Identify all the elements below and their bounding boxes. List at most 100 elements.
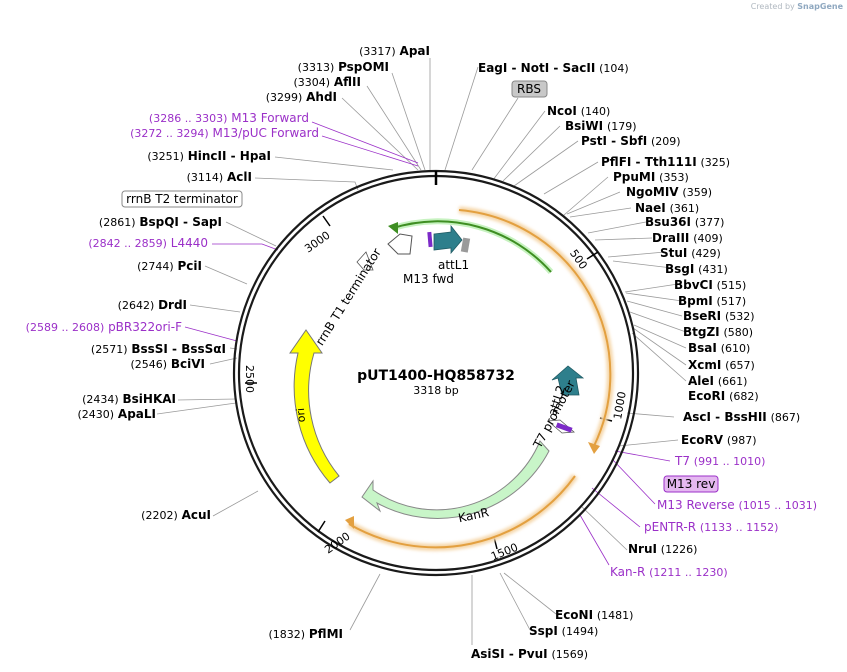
site-label-40: Bsu36I (377) [645,215,724,229]
site-label-18: (1832) PflMI [268,627,343,641]
site-label-9: (2842 .. 2859) L4440 [88,236,208,250]
site-position: (657) [725,359,755,372]
site-label-47: NcoI (140) [547,104,610,118]
site-label-1: (3313) PspOMI [298,60,389,74]
site-name: HincII - HpaI [188,149,271,163]
site-name: AsiSI - PvuI [471,647,548,661]
site-label-38: StuI (429) [660,246,721,260]
site-label-11: (2642) DrdI [118,298,187,312]
site-position: (1211 .. 1230) [649,566,728,579]
plasmid-size: 3318 bp [413,384,458,397]
site-name: AflII [334,75,361,89]
site-name: NruI [628,542,657,556]
site-label-28: AscI - BssHII (867) [683,410,800,424]
ruler-1000: 1000 [611,391,629,421]
site-name: BspQI - SapI [139,215,222,229]
ruler-2500: 2500 [243,365,256,393]
site-position: (2642) [118,299,155,312]
site-label-45: PstI - SbfI (209) [581,134,681,148]
site-position: (515) [717,279,747,292]
orf-arrowhead-bottom [345,516,354,529]
site-position: (429) [691,247,721,260]
rrnb-t2-box: rrnB T2 terminator [121,190,243,208]
site-name: AleI [688,374,714,388]
kanr-feature [361,440,550,519]
site-position: (3251) [147,150,184,163]
rrnb-t1-label: rrnB T1 terminator [313,246,384,348]
site-name: BtgZI [683,325,720,339]
site-name: NcoI [547,104,577,118]
site-position: (2430) [78,408,115,421]
plasmid-name: pUT1400-HQ858732 [357,368,515,384]
site-name: BciVI [171,357,205,371]
site-label-44: PflFI - Tth111I (325) [601,155,730,169]
site-name: pBR322ori-F [108,320,182,334]
site-label-2: (3304) AflII [293,75,361,89]
site-position: (1494) [562,625,599,638]
site-label-23: NruI (1226) [628,542,697,556]
site-label-33: BtgZI (580) [683,325,753,339]
m13rev-box: M13 rev [663,475,719,493]
site-position: (1832) [268,628,305,641]
site-position: (104) [599,62,629,75]
site-name: M13/pUC Forward [212,126,319,140]
site-position: (3114) [187,171,224,184]
site-position: (377) [695,216,725,229]
site-label-29: EcoRI (682) [688,389,759,403]
site-name: BsaI [688,341,717,355]
site-position: (2861) [99,216,136,229]
svg-text:RBS: RBS [517,82,541,96]
snapgene-logo-text: SnapGene [797,2,843,11]
site-position: (325) [701,156,731,169]
t7-marker [555,422,573,433]
site-position: (1015 .. 1031) [739,499,818,512]
site-position: (867) [771,411,801,424]
site-label-6: (3251) HincII - HpaI [147,149,271,163]
rrnb-t1-small-marker [356,251,374,271]
site-position: (682) [729,390,759,403]
site-position: (2842 .. 2859) [88,237,167,250]
site-label-22: Kan-R (1211 .. 1230) [610,565,728,579]
site-position: (179) [607,120,637,133]
svg-text:M13 rev: M13 rev [667,477,716,491]
site-name: BsgI [665,262,694,276]
rbs-box: RBS [511,80,548,98]
site-name: EagI - NotI - SacII [478,61,595,75]
site-position: (532) [725,310,755,323]
site-label-26: T7 (991 .. 1010) [674,454,765,468]
site-label-15: (2434) BsiHKAI [82,392,176,406]
site-name: AscI - BssHII [683,410,767,424]
attl1-label: attL1 [438,258,469,272]
site-position: (2744) [137,260,174,273]
site-label-12: (2589 .. 2608) pBR322ori-F [26,320,182,334]
grey-feature [460,237,471,253]
site-labels: (3317) ApaI(3313) PspOMI(3304) AflII(329… [26,44,817,661]
ori-feature [289,329,340,484]
site-name: PpuMI [613,170,655,184]
site-label-13: (2571) BssSI - BssSαI [91,342,226,356]
site-name: Kan-R [610,565,645,579]
site-position: (3317) [359,45,396,58]
site-name: Bsu36I [645,215,691,229]
site-name: ApaLI [118,407,156,421]
site-position: (209) [651,135,681,148]
site-label-19: AsiSI - PvuI (1569) [471,647,588,661]
site-name: M13 Forward [231,111,309,125]
site-position: (2202) [141,509,178,522]
site-name: AcuI [182,508,211,522]
ruler-3000: 3000 [302,229,332,256]
site-position: (409) [693,232,723,245]
site-label-25: M13 Reverse (1015 .. 1031) [657,498,817,512]
site-position: (3286 .. 3303) [149,112,228,125]
site-name: DrdI [158,298,187,312]
site-position: (1226) [661,543,698,556]
site-position: (431) [698,263,728,276]
site-name: EcoNI [555,608,593,622]
attl1-feature [433,224,463,255]
site-label-34: BseRI (532) [683,309,755,323]
site-position: (517) [717,295,747,308]
site-name: BssSI - BssSαI [131,342,226,356]
site-position: (2589 .. 2608) [26,321,105,334]
site-name: BbvCI [674,278,713,292]
site-label-46: BsiWI (179) [565,119,637,133]
